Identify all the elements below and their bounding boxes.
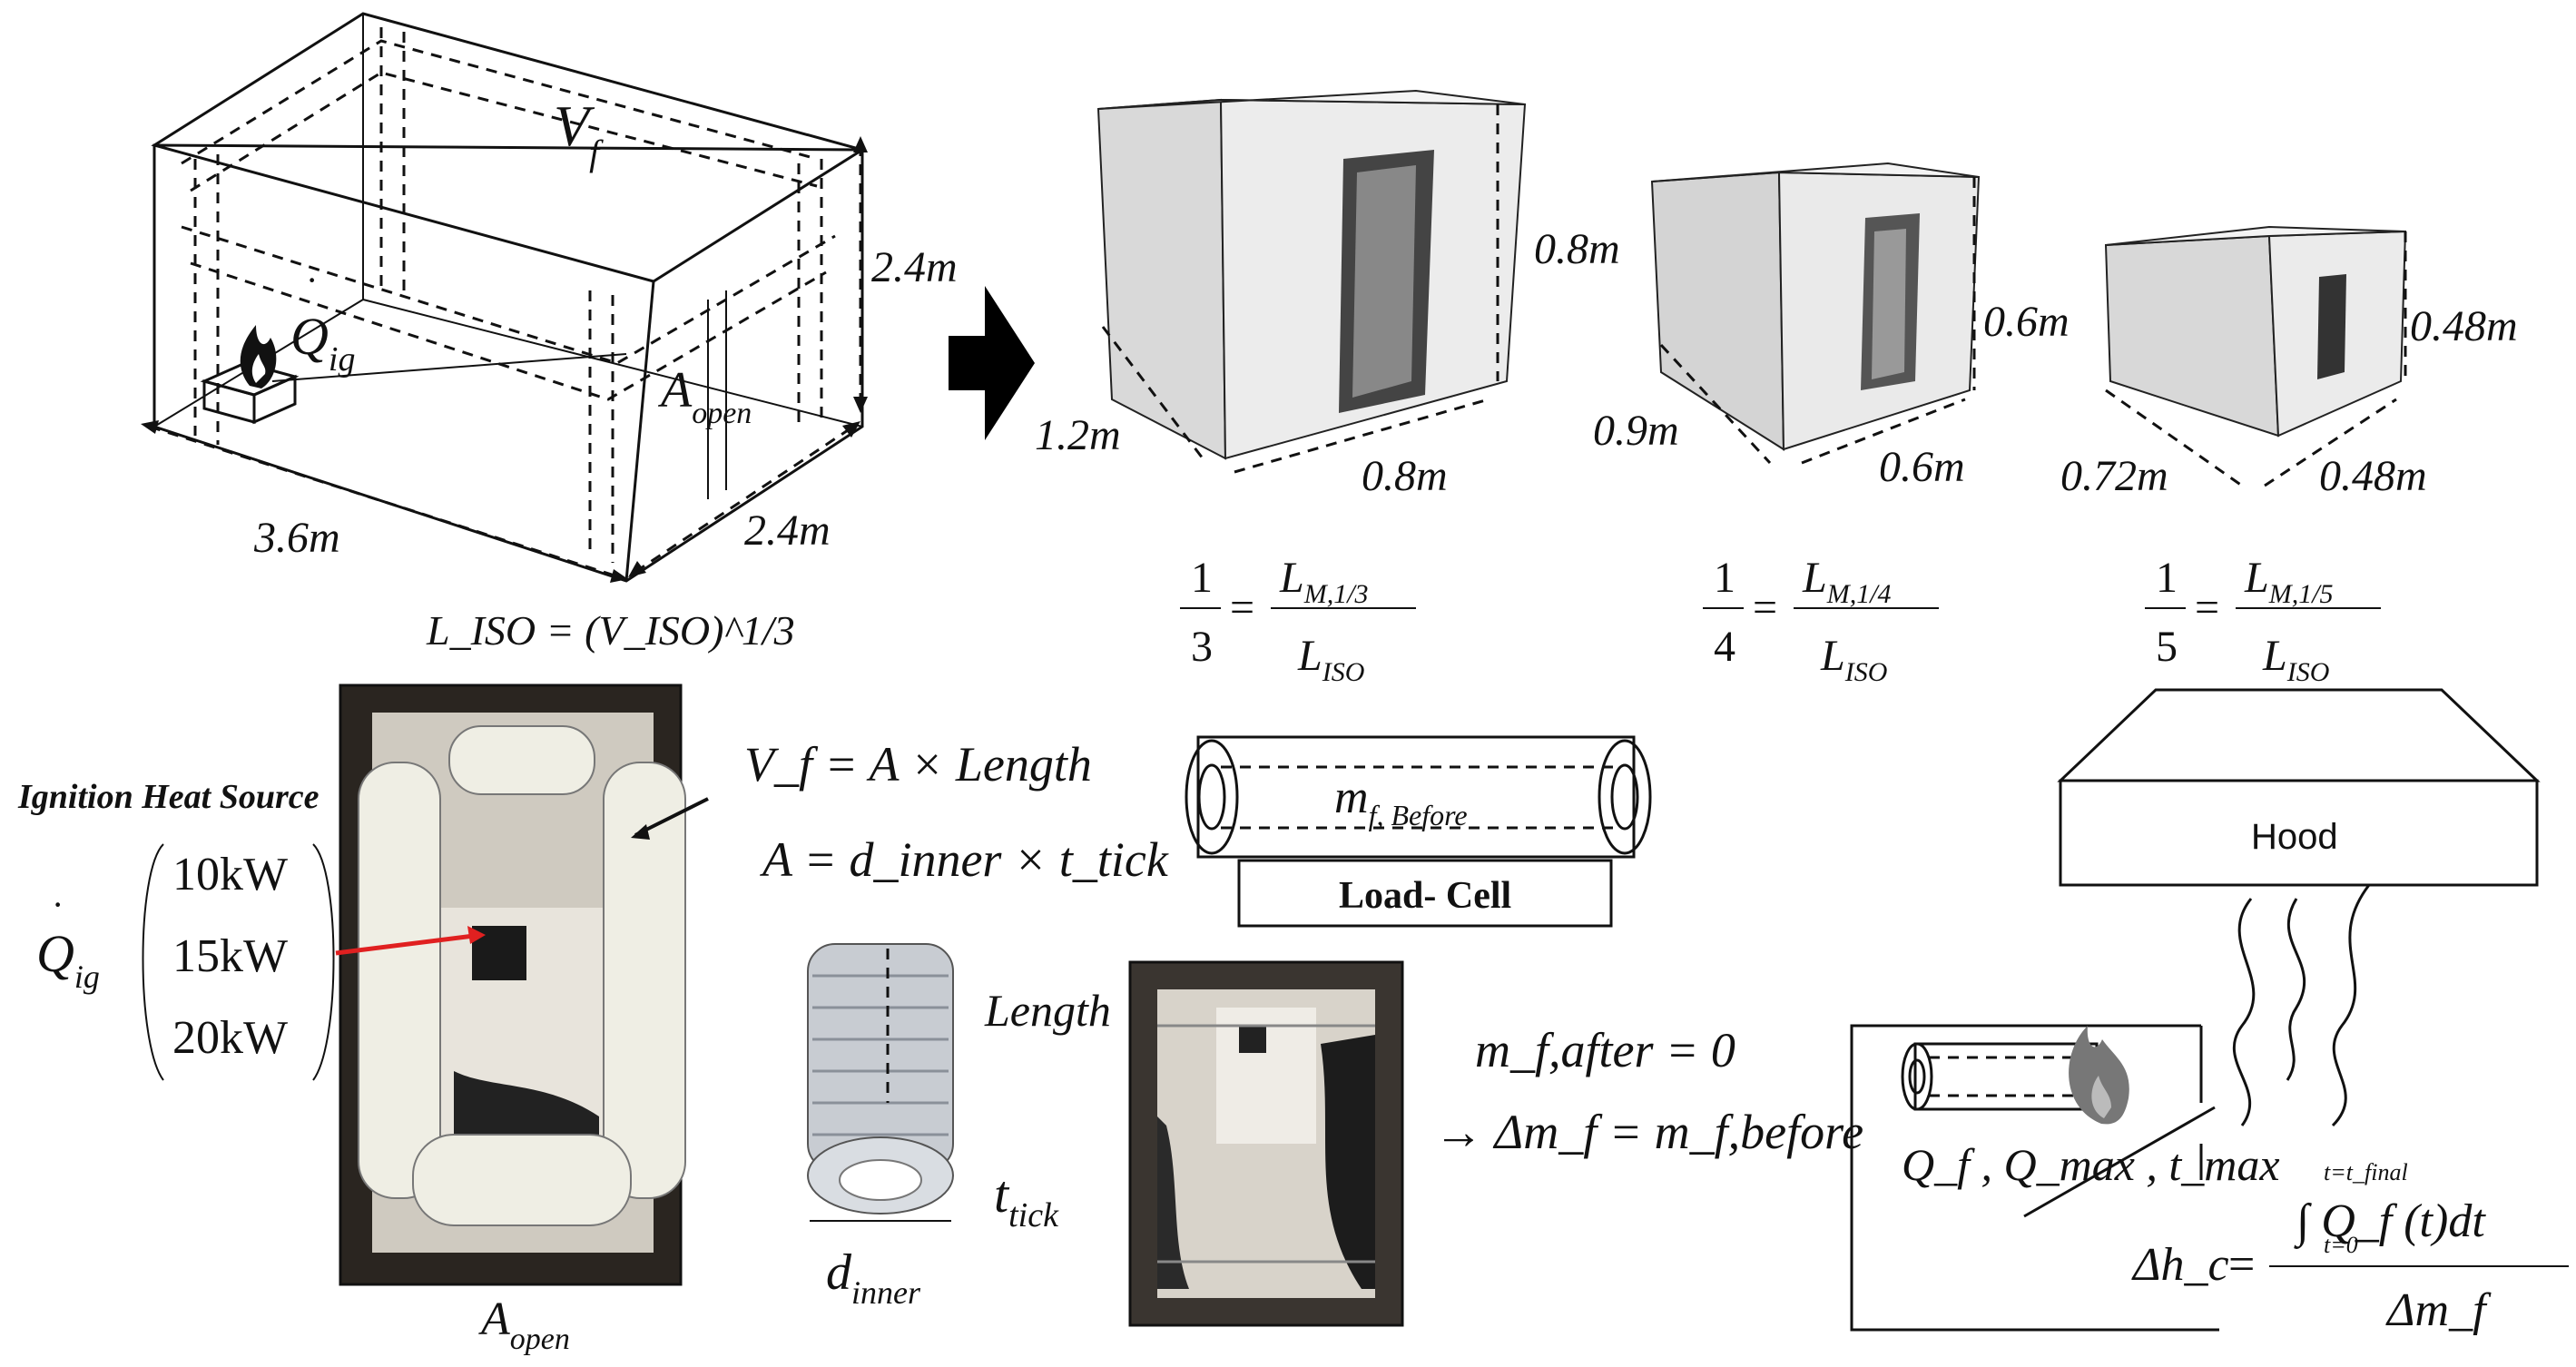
length-formula: L_ISO = (V_ISO)^1/3 [426, 607, 795, 654]
delta-mass-equation: → Δm_f = m_f,before [1434, 1105, 1863, 1159]
svg-text:LM,1/3: LM,1/3 [1279, 554, 1369, 609]
model2-depth-arrow [1659, 343, 1772, 465]
thickness-label: ttick [994, 1165, 1059, 1234]
svg-text:1: 1 [1714, 554, 1735, 602]
model2-width-label: 0.6m [1879, 443, 1965, 491]
svg-text:LM,1/4: LM,1/4 [1802, 554, 1892, 609]
room-opening-label: Aopen [657, 362, 752, 430]
measured-quantities: Q_f , Q_max , t_max [1902, 1139, 2280, 1190]
mass-after-equation: m_f,after = 0 [1475, 1023, 1735, 1077]
svg-text:=: = [1753, 584, 1777, 632]
model1-depth-arrow [1101, 326, 1204, 459]
svg-text:5: 5 [2156, 623, 2178, 671]
model3-depth-label: 0.72m [2060, 452, 2168, 500]
fire-icon [2069, 1026, 2129, 1125]
room-volume-label: Vf [554, 93, 604, 173]
burnt-compartment-photo [1128, 960, 1404, 1327]
room-length-label: 3.6m [253, 514, 340, 562]
area-equation: A = d_inner × t_tick [760, 832, 1169, 887]
room-depth-label: 2.4m [744, 506, 831, 555]
ignition-symbol: Qig [36, 924, 100, 995]
scale-fraction-2: 1 4 = LM,1/4 LISO [1703, 554, 1939, 687]
model3-height-label: 0.48m [2410, 302, 2518, 350]
ignition-power-15: 15kW [172, 930, 288, 982]
model-one-third [1096, 89, 1527, 460]
svg-text:∫ Q_f (t)dt: ∫ Q_f (t)dt [2294, 1195, 2486, 1249]
diameter-label: dinner [826, 1244, 921, 1311]
right-paren [312, 843, 335, 1081]
ignition-pointer [335, 932, 482, 956]
model2-height-label: 0.6m [1983, 298, 2070, 346]
loadcell-tube [1185, 735, 1652, 859]
heat-of-combustion-formula: Δh_c = ∫ Q_f (t)dt t=t_final t=0 Δm_f [2131, 1159, 2569, 1336]
svg-text:Δh_c: Δh_c [2131, 1239, 2229, 1291]
svg-text:LISO: LISO [1820, 632, 1887, 687]
svg-text:=: = [1230, 584, 1254, 632]
model1-width-label: 0.8m [1362, 452, 1448, 500]
ignition-power-20: 20kW [172, 1012, 288, 1064]
svg-text:t=t_final: t=t_final [2324, 1159, 2408, 1185]
svg-text:3: 3 [1191, 623, 1213, 671]
scale-fraction-3: 1 5 = LM,1/5 LISO [2145, 554, 2381, 687]
dot-accent-2: · [52, 884, 64, 925]
model1-depth-label: 1.2m [1035, 411, 1121, 459]
hood-label: Hood [2251, 817, 2338, 857]
photo-opening-label: Aopen [478, 1293, 570, 1356]
model3-width-label: 0.48m [2319, 452, 2427, 500]
model2-depth-label: 0.9m [1593, 407, 1679, 455]
svg-text:t=0: t=0 [2324, 1232, 2358, 1258]
svg-text:LM,1/5: LM,1/5 [2244, 554, 2334, 609]
ignition-title: Ignition Heat Source [17, 778, 320, 816]
svg-text:=: = [2228, 1239, 2255, 1291]
full-scale-room: Vf Qig · Aopen 2.4m 3.6m 2.4m L_ISO = (V… [141, 12, 958, 654]
dot-accent: · [306, 260, 318, 300]
room-height-label: 2.4m [871, 243, 958, 291]
svg-text:=: = [2195, 584, 2219, 632]
model2-width-arrow [1801, 398, 1966, 465]
hood-box [2059, 779, 2539, 887]
model1-height-label: 0.8m [1534, 225, 1620, 273]
svg-text:4: 4 [1714, 623, 1735, 671]
model3-width-arrow [2264, 398, 2397, 487]
load-cell-box [1237, 859, 1613, 928]
arrow-right-icon [949, 286, 1035, 440]
model-one-quarter [1650, 162, 1981, 451]
model3-depth-arrow [2105, 388, 2243, 487]
left-paren [142, 843, 164, 1081]
vf-pointer [634, 797, 709, 837]
svg-text:1: 1 [2156, 554, 2178, 602]
vf-equation: V_f = A × Length [744, 737, 1092, 792]
insulation-tube [807, 943, 954, 1222]
ignition-power-10: 10kW [172, 849, 288, 900]
model-one-fifth [2104, 225, 2407, 438]
svg-text:LISO: LISO [1297, 632, 1364, 687]
length-dimension [149, 425, 618, 578]
scale-fraction-1: 1 3 = LM,1/3 LISO [1180, 554, 1416, 687]
load-cell-label: Load- Cell [1339, 875, 1511, 917]
depth-dimension [634, 425, 854, 574]
hood-setup [1850, 688, 2541, 1332]
svg-text:Δm_f: Δm_f [2385, 1284, 2492, 1336]
mass-before-label: mf, Before [1334, 772, 1468, 831]
fuel-layout-photo [339, 684, 686, 1286]
svg-text:1: 1 [1191, 554, 1213, 602]
model1-width-arrow [1234, 398, 1490, 474]
room-ignition-label: Qig [290, 307, 355, 379]
length-label: Length [984, 985, 1111, 1036]
svg-text:LISO: LISO [2262, 632, 2329, 687]
